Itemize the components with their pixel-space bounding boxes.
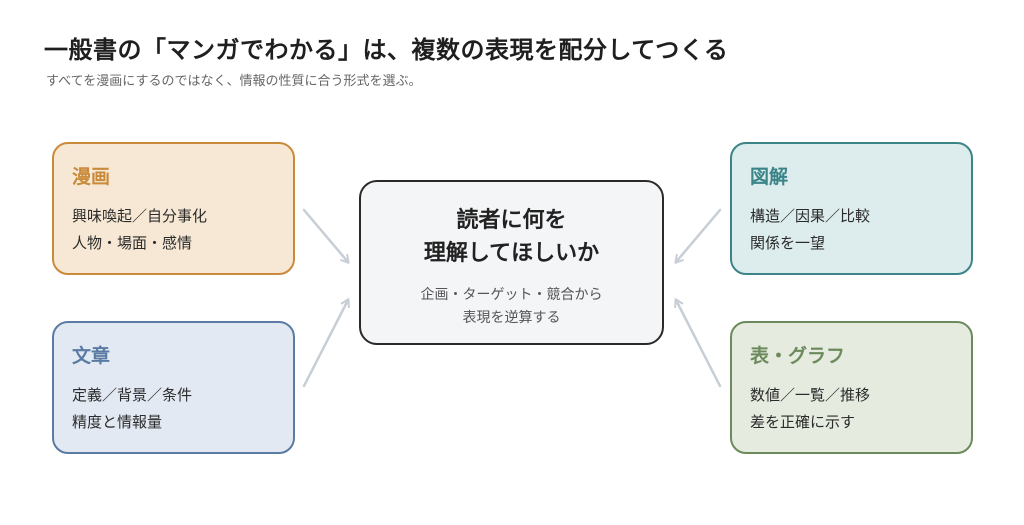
arrow-chart-to-center xyxy=(674,298,722,388)
box-manga-line1: 興味喚起／自分事化 xyxy=(72,207,208,225)
center-main-line2: 理解してほしいか xyxy=(423,241,600,266)
box-chart-line1: 数値／一覧／推移 xyxy=(750,386,871,404)
box-manga: 漫画 興味喚起／自分事化 人物・場面・感情 xyxy=(52,142,295,275)
arrow-figure-to-center xyxy=(674,208,722,264)
box-figure-label: 図解 xyxy=(750,166,789,188)
center-sub-line1: 企画・ターゲット・競合から xyxy=(420,287,603,303)
box-figure: 図解 構造／因果／比較 関係を一望 xyxy=(730,142,973,275)
page-subtitle: すべてを漫画にするのではなく、情報の性質に合う形式を選ぶ。 xyxy=(46,74,422,89)
center-main-line1: 読者に何を xyxy=(456,208,567,233)
arrow-manga-to-center xyxy=(302,208,350,264)
arrow-text-to-center xyxy=(302,298,350,388)
box-figure-line1: 構造／因果／比較 xyxy=(750,207,871,225)
box-chart: 表・グラフ 数値／一覧／推移 差を正確に示す xyxy=(730,321,973,454)
box-text-line2: 精度と情報量 xyxy=(72,413,163,431)
center-sub-line2: 表現を逆算する xyxy=(462,310,561,326)
box-text: 文章 定義／背景／条件 精度と情報量 xyxy=(52,321,295,454)
box-text-label: 文章 xyxy=(72,345,111,367)
box-manga-label: 漫画 xyxy=(72,166,111,188)
box-chart-line2: 差を正確に示す xyxy=(750,413,856,431)
box-manga-line2: 人物・場面・感情 xyxy=(72,234,193,252)
page-title: 一般書の「マンガでわかる」は、複数の表現を配分してつくる xyxy=(44,36,729,64)
center-goal-box: 読者に何を 理解してほしいか 企画・ターゲット・競合から 表現を逆算する xyxy=(359,180,664,345)
box-figure-line2: 関係を一望 xyxy=(750,234,826,252)
box-text-line1: 定義／背景／条件 xyxy=(72,386,193,404)
box-chart-label: 表・グラフ xyxy=(750,345,846,367)
